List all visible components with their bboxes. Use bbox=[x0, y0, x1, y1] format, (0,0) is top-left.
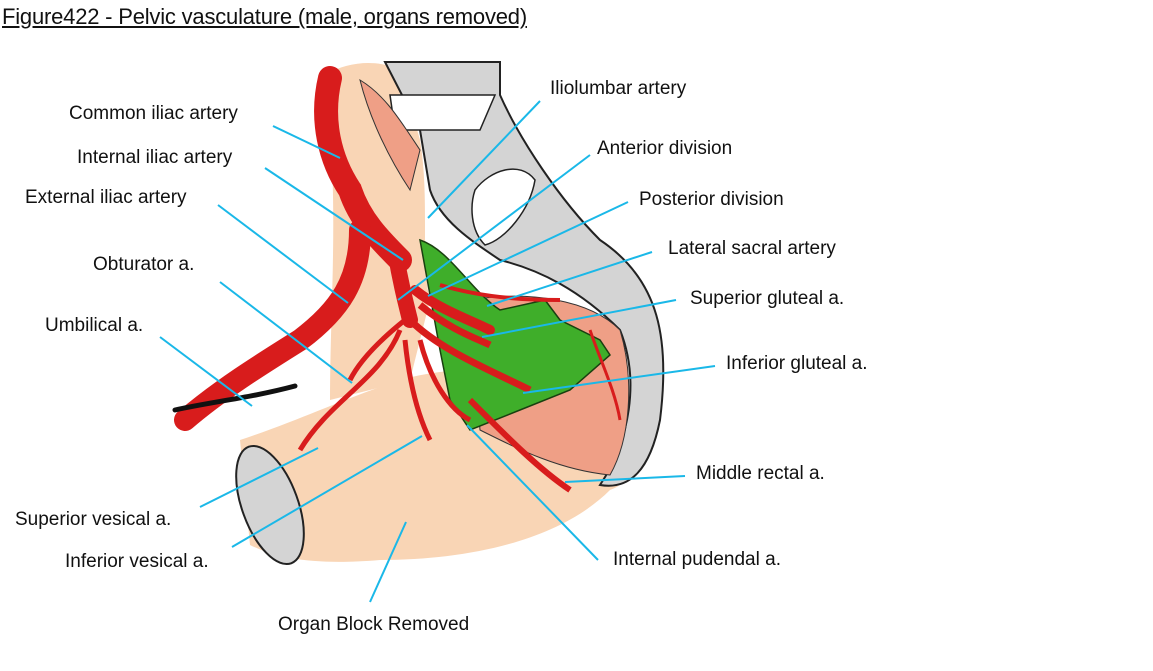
leader-common-iliac bbox=[272, 125, 341, 159]
leader-organ-block bbox=[369, 521, 407, 603]
label-posterior-division: Posterior division bbox=[639, 189, 784, 210]
umbilical-ligament bbox=[172, 383, 298, 413]
leader-umbilical bbox=[159, 336, 253, 407]
label-internal-iliac-artery: Internal iliac artery bbox=[77, 147, 233, 168]
label-umbilical: Umbilical a. bbox=[45, 315, 144, 336]
external-iliac-artery-vessel bbox=[174, 219, 371, 431]
label-iliolumbar-artery: Iliolumbar artery bbox=[550, 78, 687, 99]
leader-lateral-sacral bbox=[486, 251, 653, 307]
label-anterior-division: Anterior division bbox=[597, 138, 733, 159]
leader-inferior-vesical bbox=[231, 435, 423, 548]
leader-iliolumbar bbox=[427, 100, 541, 219]
inferior-gluteal-vessel bbox=[407, 317, 532, 394]
leader-external-iliac bbox=[217, 204, 349, 304]
gluteal-arc-vessel bbox=[588, 329, 622, 421]
figure-title: Figure422 - Pelvic vasculature (male, or… bbox=[2, 4, 527, 29]
vertebral-disc bbox=[389, 94, 497, 131]
label-internal-pudendal: Internal pudendal a. bbox=[613, 549, 781, 570]
sacrum-bone bbox=[383, 61, 665, 487]
leader-obturator bbox=[219, 281, 353, 384]
posterior-division-vessel bbox=[410, 285, 495, 335]
green-muscle bbox=[419, 238, 611, 431]
sacral-disc bbox=[471, 168, 536, 246]
label-organ-block-removed: Organ Block Removed bbox=[278, 614, 470, 635]
label-superior-vesical: Superior vesical a. bbox=[15, 509, 172, 530]
label-common-iliac-artery: Common iliac artery bbox=[69, 103, 238, 124]
leader-inferior-gluteal bbox=[522, 365, 716, 394]
label-external-iliac-artery: External iliac artery bbox=[25, 187, 187, 208]
label-lateral-sacral-artery: Lateral sacral artery bbox=[668, 238, 836, 259]
label-inferior-vesical: Inferior vesical a. bbox=[65, 551, 209, 572]
leader-anterior-division bbox=[397, 154, 591, 301]
internal-iliac-artery-vessel bbox=[387, 242, 418, 328]
leader-internal-pudendal bbox=[466, 424, 599, 561]
label-middle-rectal: Middle rectal a. bbox=[696, 463, 825, 484]
leader-lines bbox=[159, 100, 716, 603]
label-inferior-gluteal: Inferior gluteal a. bbox=[726, 353, 868, 374]
middle-rectal-vessel bbox=[467, 397, 572, 493]
leader-superior-gluteal bbox=[481, 299, 677, 338]
leader-middle-rectal bbox=[564, 475, 686, 483]
obturator-vessel bbox=[347, 318, 407, 382]
label-superior-gluteal: Superior gluteal a. bbox=[690, 288, 845, 309]
leader-posterior-division bbox=[427, 201, 629, 297]
leader-superior-vesical bbox=[199, 447, 319, 508]
superior-gluteal-vessel bbox=[417, 302, 492, 349]
leader-internal-iliac bbox=[264, 167, 404, 261]
label-obturator: Obturator a. bbox=[93, 254, 195, 275]
common-iliac-artery-vessel bbox=[314, 66, 412, 272]
pink-muscle-upper bbox=[359, 78, 421, 192]
vesical-vessels bbox=[297, 329, 472, 452]
